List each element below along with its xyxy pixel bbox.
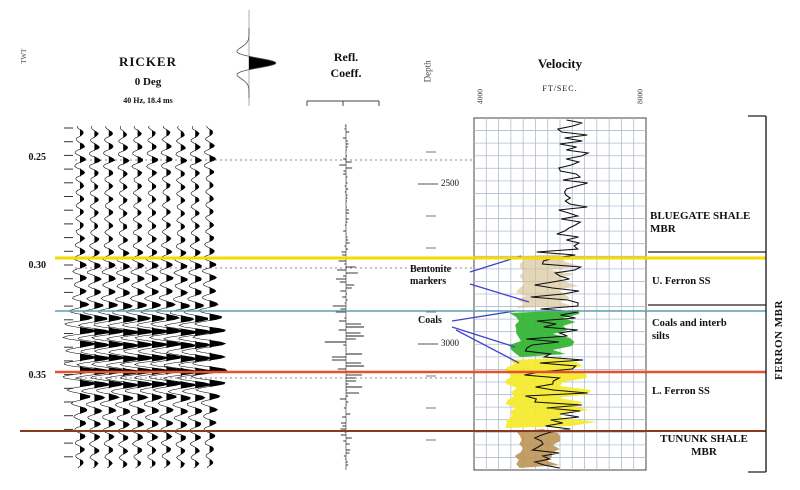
time-tick-025: 0.25 (28, 152, 47, 163)
depth-tick-3000: 3000 (441, 338, 459, 348)
strat-coals-silts-label: Coals and interb silts (652, 318, 727, 342)
strat-upper-ferron-label: U. Ferron SS (652, 276, 711, 287)
ricker-title: RICKER (118, 54, 177, 69)
strat-column-dividers (648, 115, 767, 473)
velocity-max-label: 8000 (635, 89, 645, 104)
strat-tununk-shale-label: TUNUNK SHALE MBR (660, 433, 748, 459)
depth-tick-2500: 2500 (441, 178, 459, 188)
seismic-wiggle-traces (62, 125, 228, 469)
time-axis-label: TWT (19, 48, 28, 64)
coals-label: Coals (418, 315, 442, 326)
ricker-params-label: 40 Hz, 18.4 ms (123, 96, 173, 105)
velocity-log-curve (524, 119, 590, 469)
depth-axis-ticks (418, 151, 438, 441)
refl-coeff-title-line1: Refl. (333, 50, 359, 64)
velocity-unit-label: FT/SEC. (542, 84, 578, 93)
depth-axis-label: Depth (422, 60, 433, 83)
strat-ferron-mbr-bracket-label: FERRON MBR (773, 300, 785, 380)
annotation-pointer-lines (451, 255, 530, 364)
ricker-wavelet-icon (236, 10, 277, 106)
time-axis-ticks (64, 127, 73, 458)
bentonite-markers-label: Bentonite markers (410, 264, 452, 287)
reflection-coefficient-trace (306, 100, 380, 470)
stratigraphic-horizon-lines (20, 256, 766, 432)
refl-coeff-title-line2: Coeff. (330, 66, 362, 80)
strat-lower-ferron-label: L. Ferron SS (652, 386, 710, 397)
strat-bluegate-shale-label: BLUEGATE SHALE MBR (650, 210, 751, 236)
velocity-title: Velocity (537, 56, 583, 71)
velocity-min-label: 4000 (475, 89, 485, 104)
time-tick-035: 0.35 (28, 370, 47, 381)
ricker-phase-label: 0 Deg (134, 76, 162, 88)
time-tick-030: 0.30 (28, 260, 47, 271)
